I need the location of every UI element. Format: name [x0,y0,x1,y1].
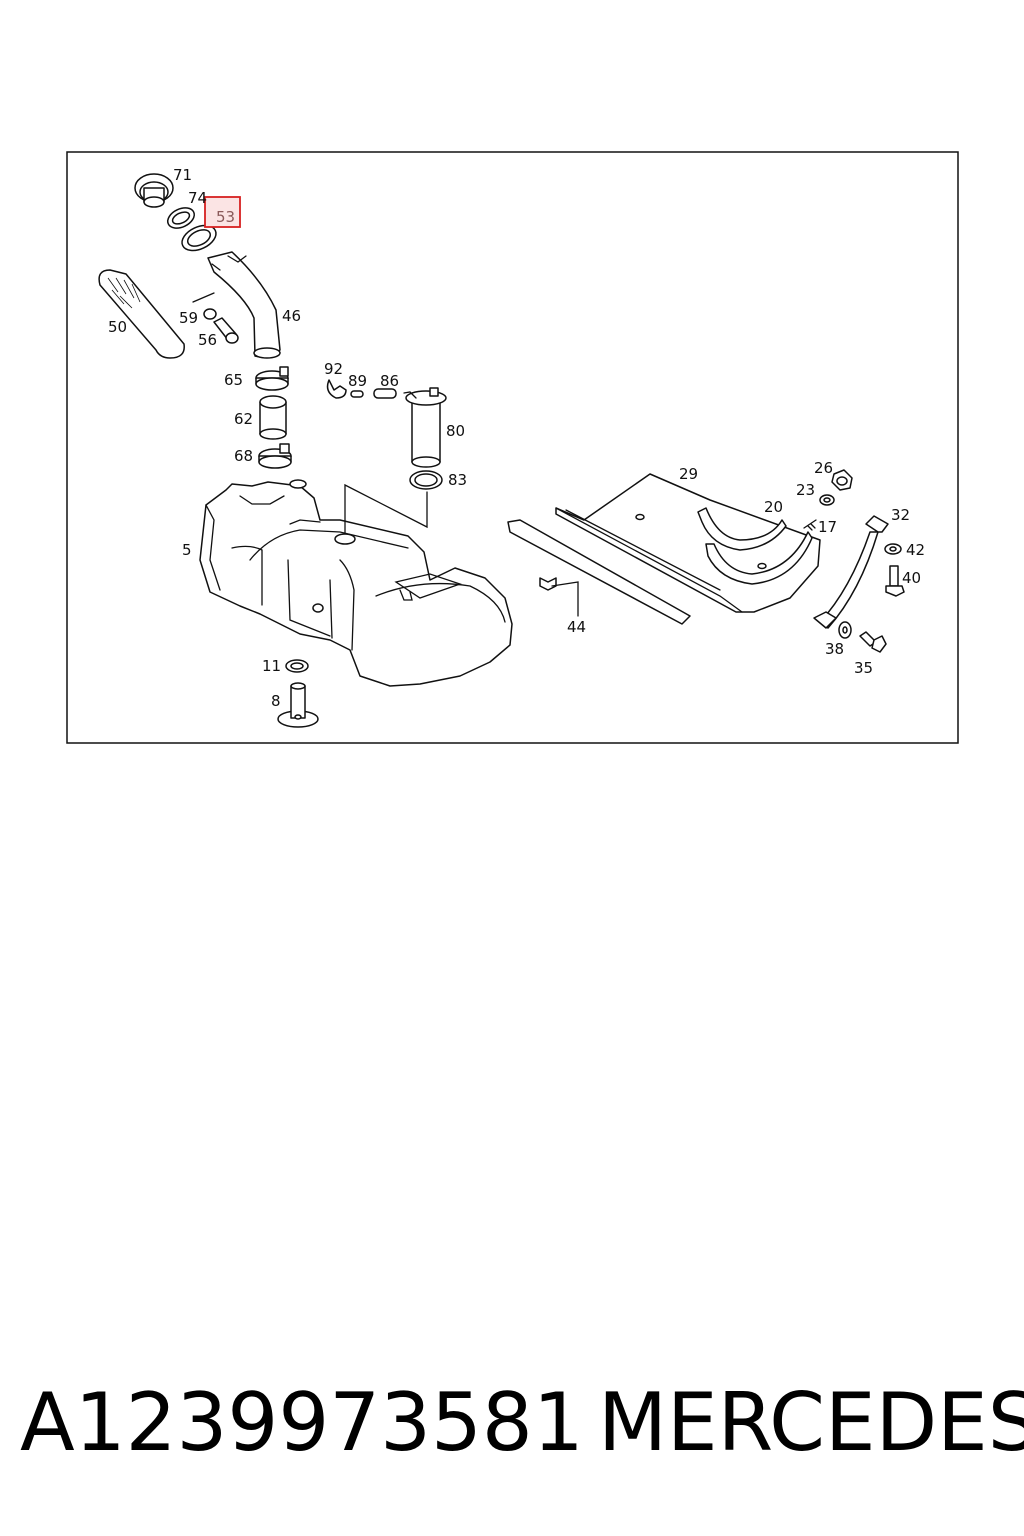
part-plug-89[interactable] [350,390,364,398]
part-washer-38[interactable] [838,621,852,639]
callout-71: 71 [173,166,192,184]
callout-38: 38 [825,640,844,658]
callout-83: 83 [448,471,467,489]
part-sleeve-62[interactable] [259,395,287,440]
part-filler-cap[interactable] [134,173,174,208]
callout-53: 53 [216,208,235,226]
callout-62: 62 [234,410,253,428]
callout-26: 26 [814,459,833,477]
part-filler-pipe[interactable] [207,251,281,359]
part-seal-53[interactable] [178,220,220,255]
callout-40: 40 [902,569,921,587]
callout-35: 35 [854,659,873,677]
callout-59: 59 [179,309,198,327]
part-washer-59[interactable] [203,308,217,320]
part-bolt-17[interactable] [803,519,817,531]
callout-11: 11 [262,657,281,675]
part-bracket-32[interactable] [813,515,889,629]
callout-86: 86 [380,372,399,390]
callout-44: 44 [567,618,586,636]
part-ring-74[interactable] [165,204,198,232]
callout-46: 46 [282,307,301,325]
brand-caption: MERCEDES [598,1376,1024,1469]
callout-8: 8 [271,692,281,710]
callout-5: 5 [182,541,192,559]
part-nut-26[interactable] [831,469,853,491]
parts-diagram: 71 74 53 50 59 56 46 65 62 68 92 89 86 8… [66,151,959,744]
callout-92: 92 [324,360,343,378]
callout-42: 42 [906,541,925,559]
part-screw-56[interactable] [213,317,239,344]
callout-20: 20 [764,498,783,516]
part-strip-44[interactable] [507,519,691,625]
part-screw-40[interactable] [885,565,905,597]
callout-50: 50 [108,318,127,336]
callout-32: 32 [891,506,910,524]
callout-23: 23 [796,481,815,499]
callout-29: 29 [679,465,698,483]
part-washer-23[interactable] [819,494,835,506]
part-bushing-86[interactable] [373,388,397,399]
part-gasket-83[interactable] [409,470,443,490]
part-clip-92[interactable] [326,379,347,399]
diagram-frame [66,151,959,744]
callout-17: 17 [818,518,837,536]
part-number-caption: A1239973581 [20,1376,584,1469]
part-clamp-65[interactable] [255,366,289,391]
part-washer-42[interactable] [884,543,902,555]
part-drain-plug-8[interactable] [277,682,319,728]
callout-74: 74 [188,189,207,207]
callout-89: 89 [348,372,367,390]
part-straps-20[interactable] [697,507,813,585]
part-fuel-tank-5[interactable] [199,479,513,687]
part-clamp-68[interactable] [258,443,292,469]
part-screw-35[interactable] [859,631,887,653]
highlight-box [204,196,241,228]
callout-56: 56 [198,331,217,349]
part-hose-50[interactable] [98,269,185,359]
part-ring-11[interactable] [285,659,309,673]
callout-68: 68 [234,447,253,465]
callout-65: 65 [224,371,243,389]
callout-80: 80 [446,422,465,440]
part-fuel-sender-80[interactable] [403,387,447,468]
